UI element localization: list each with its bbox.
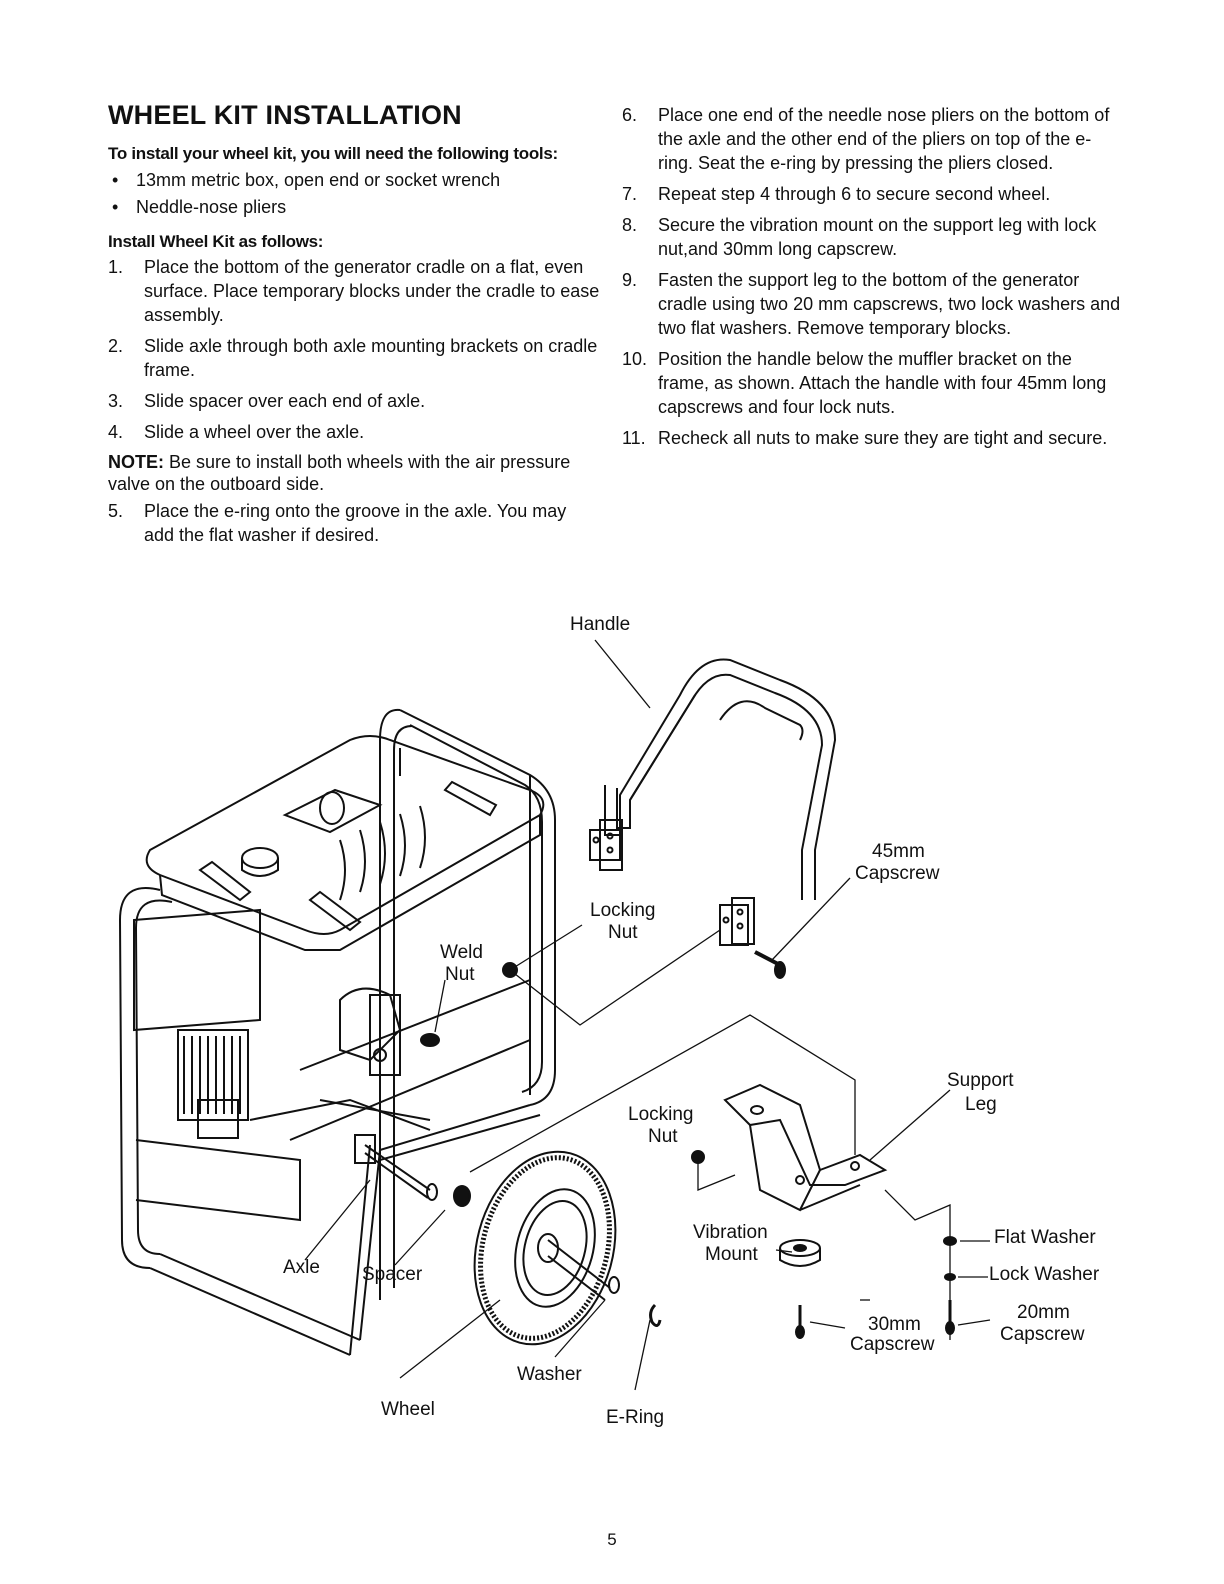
step-text: Slide axle through both axle mounting br… [144, 336, 598, 381]
handle [589, 658, 837, 946]
step-text: Place the e-ring onto the groove in the … [144, 501, 567, 546]
step-item: 10. Position the handle below the muffler… [622, 347, 1122, 419]
washer [608, 1276, 620, 1294]
bullet: • [112, 197, 119, 218]
page-title: WHEEL KIT INSTALLATION [108, 100, 462, 130]
tool-item: • Neddle-nose pliers [108, 195, 600, 219]
label-handle: Handle [570, 614, 630, 635]
label-axle: Axle [283, 1257, 320, 1278]
label-support-leg-leg: Leg [965, 1094, 997, 1115]
step-number: 11. [622, 428, 646, 448]
step-text: Position the handle below the muffler br… [658, 349, 1107, 417]
step-item: 9. Fasten the support leg to the bottom o… [622, 268, 1122, 340]
step-text: Fasten the support leg to the bottom of … [658, 270, 1121, 338]
step-text: Repeat step 4 through 6 to secure second… [658, 184, 1051, 204]
note-label: NOTE: [108, 452, 164, 473]
label-30mm: 30mm [868, 1314, 921, 1335]
support-leg [723, 1083, 888, 1212]
label-spacer: Spacer [362, 1264, 423, 1285]
page-number: 5 [607, 1530, 617, 1549]
step-number: 4. [108, 422, 124, 443]
step-item: 11. Recheck all nuts to make sure they ar… [622, 426, 1122, 450]
label-30mm-capscrew: Capscrew [850, 1334, 935, 1355]
step-item: 4. Slide a wheel over the axle. [108, 420, 600, 444]
step-number: 9. [622, 270, 638, 290]
tools-list: • 13mm metric box, open end or socket wre… [108, 168, 600, 219]
spacer [453, 1185, 471, 1207]
label-vibration-mount: Vibration [693, 1222, 768, 1243]
bullet: • [112, 170, 119, 191]
label-locking-nut-2-nut: Nut [648, 1126, 678, 1147]
step-item: 3. Slide spacer over each end of axle. [108, 389, 600, 413]
step-item: 6. Place one end of the needle nose plier… [622, 103, 1122, 175]
step-number: 3. [108, 391, 124, 412]
step-text: Place one end of the needle nose pliers … [658, 105, 1110, 173]
label-20mm-capscrew: Capscrew [1000, 1324, 1085, 1345]
step-text: Secure the vibration mount on the suppor… [658, 215, 1097, 259]
step-item: 7. Repeat step 4 through 6 to secure seco… [622, 182, 1122, 206]
wheel-kit-diagram: Handle 45mm Capscrew Locking Nut Weld Nu… [118, 614, 1100, 1428]
step-text: Place the bottom of the generator cradle… [144, 257, 600, 326]
step-item: 8. Secure the vibration mount on the supp… [622, 213, 1122, 261]
step-item: 5. Place the e-ring onto the groove in th… [108, 499, 600, 547]
step-number: 6. [622, 105, 638, 125]
step-number: 1. [108, 257, 124, 278]
label-45mm: 45mm [872, 841, 925, 862]
label-vibration-mount-mount: Mount [705, 1244, 759, 1265]
vibration-mount [779, 1239, 821, 1267]
label-wheel: Wheel [381, 1399, 435, 1420]
label-locking-nut-1-nut: Nut [608, 922, 638, 943]
label-support-leg: Support [947, 1070, 1014, 1091]
label-lock-washer: Lock Washer [989, 1264, 1100, 1285]
axle [354, 1134, 438, 1201]
label-locking-nut-2: Locking [628, 1104, 694, 1125]
note-text: Be sure to install both wheels with the … [108, 452, 571, 495]
step-number: 10. [622, 349, 648, 369]
right-column: 6. Place one end of the needle nose plier… [622, 103, 1122, 457]
step-number: 5. [108, 501, 124, 522]
wheel [473, 1150, 617, 1346]
step-item: 1. Place the bottom of the generator crad… [108, 255, 600, 327]
capscrew-45mm [754, 950, 786, 979]
step-number: 8. [622, 215, 638, 235]
label-washer: Washer [517, 1364, 582, 1385]
label-e-ring: E-Ring [606, 1407, 664, 1428]
weld-nut [420, 1033, 440, 1047]
label-weld-nut-nut: Nut [445, 964, 475, 985]
capscrew-30mm [795, 1305, 805, 1339]
step-number: 2. [108, 336, 124, 357]
generator-frame [118, 708, 556, 1356]
left-column: WHEEL KIT INSTALLATION To install your w… [108, 100, 600, 554]
label-flat-washer: Flat Washer [994, 1227, 1096, 1248]
e-ring [649, 1303, 662, 1327]
tool-text: Neddle-nose pliers [136, 197, 287, 218]
label-45mm-capscrew: Capscrew [855, 863, 940, 884]
step-text: Recheck all nuts to make sure they are t… [658, 428, 1108, 448]
note: NOTE: Be sure to install both wheels wit… [108, 451, 600, 495]
tools-heading: To install your wheel kit, you will need… [108, 144, 558, 164]
fuel-tank [145, 735, 545, 951]
label-weld-nut: Weld [440, 942, 483, 963]
step-number: 7. [622, 184, 638, 204]
engine-inner [339, 987, 402, 1076]
tool-item: • 13mm metric box, open end or socket wre… [108, 168, 600, 192]
label-locking-nut-1: Locking [590, 900, 656, 921]
label-20mm: 20mm [1017, 1302, 1070, 1323]
tool-text: 13mm metric box, open end or socket wren… [136, 170, 501, 191]
leader-lines [304, 639, 991, 1391]
step-item: 2. Slide axle through both axle mounting … [108, 334, 600, 382]
step-text: Slide a wheel over the axle. [144, 422, 365, 443]
steps-heading: Install Wheel Kit as follows: [108, 232, 324, 252]
diagram-labels: Handle 45mm Capscrew Locking Nut Weld Nu… [283, 614, 1100, 1428]
step-text: Slide spacer over each end of axle. [144, 391, 426, 412]
